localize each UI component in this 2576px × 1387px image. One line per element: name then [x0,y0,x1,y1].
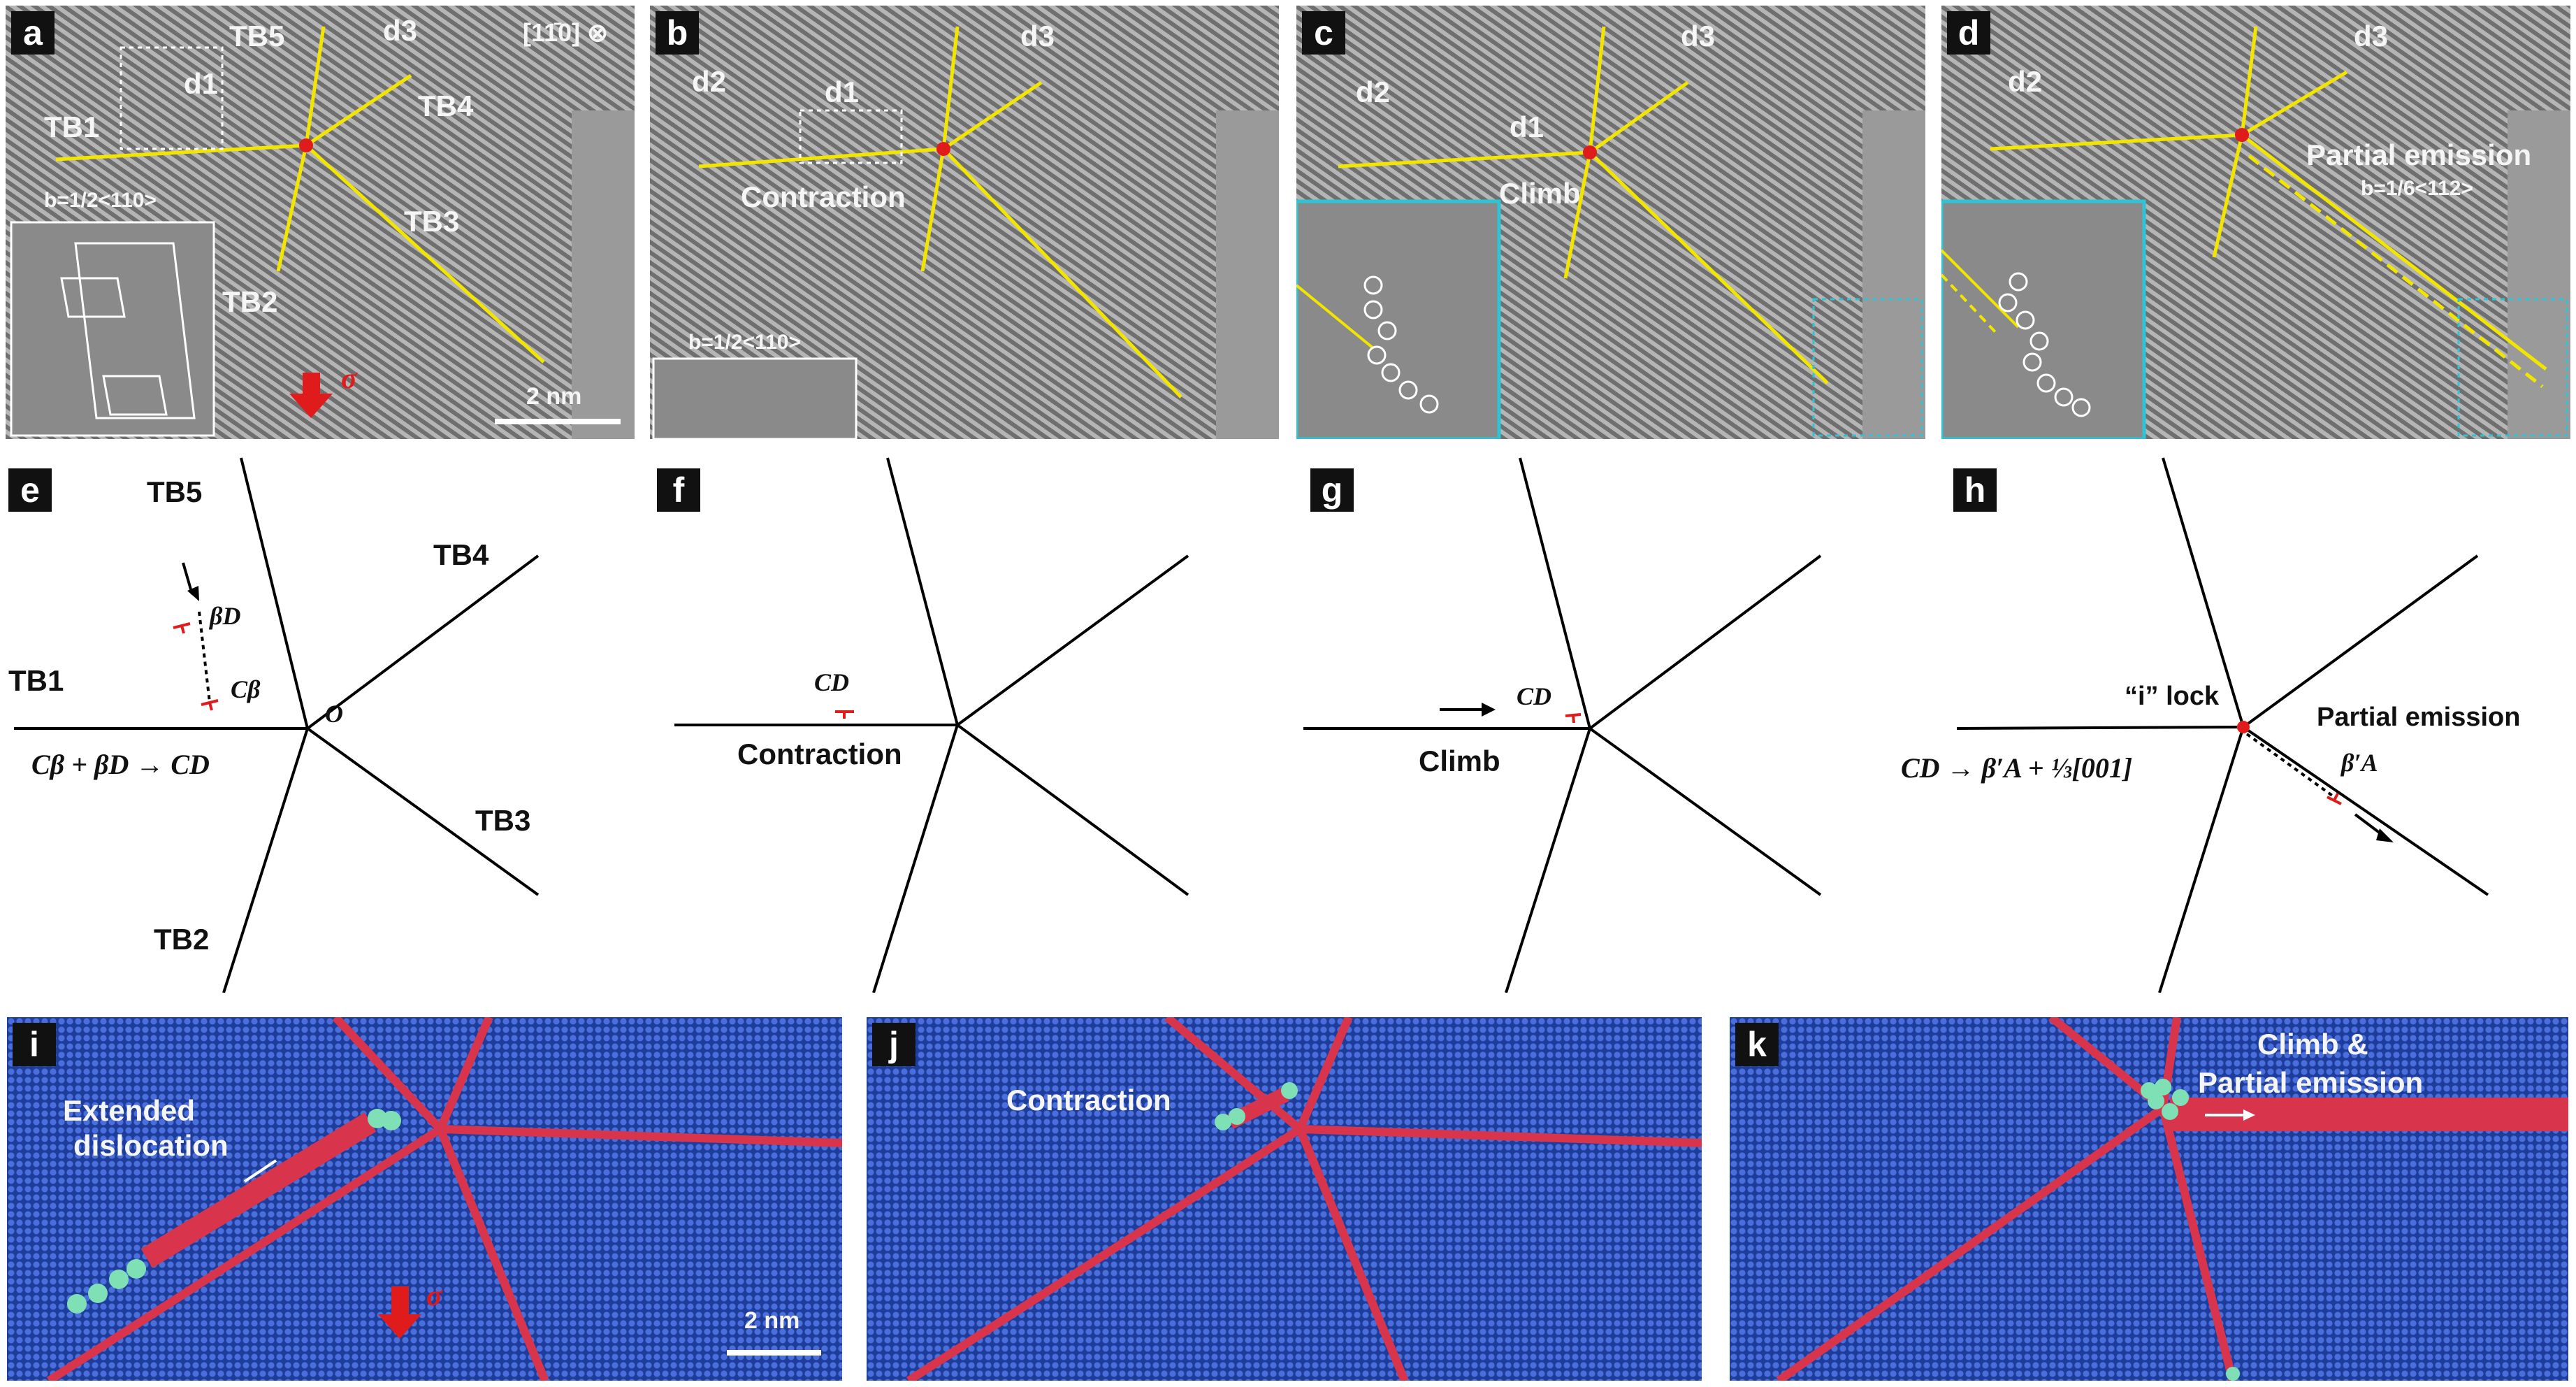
tb1-label: TB1 [8,664,64,697]
zone-axis: [11̄0] ⊗ [523,18,609,47]
contraction-label: Contraction [741,180,906,213]
vacuum-region [572,110,635,439]
tb3-label: TB3 [404,205,460,238]
d2-label: d2 [692,65,727,98]
origin-label: O [325,700,343,728]
panel-label-j: j [872,1023,916,1066]
climb-label: Climb [1499,177,1581,210]
d1-label: d1 [825,76,860,108]
d2-label: d2 [1356,76,1391,108]
panel-label-i: i [13,1023,56,1066]
partial-emission-label: Partial emission [2306,138,2532,171]
tb2-label: TB2 [222,285,278,318]
tb2-label: TB2 [154,923,210,956]
vacuum-region [1862,110,1925,439]
panel-k-atoms [1776,1017,2568,1381]
schematic-lines [14,457,2489,993]
panel-label-h: h [1953,468,1997,512]
panel-j: j Contraction [867,1017,1702,1381]
beta-prime-a-label: β′A [2341,749,2378,777]
panel-d: d d2 d3 Partial emission b=1/6<112> [1941,6,2570,439]
vacuum-region [1216,110,1279,439]
panel-i: i Extended dislocation σ 2 nm [7,1017,842,1381]
reaction-equation: CD → β′A + ⅓[001] [1901,752,2133,784]
panel-label-g: g [1310,468,1354,512]
d3-label: d3 [1681,20,1716,52]
climb-label: Climb [1419,745,1500,777]
contraction-label: Contraction [737,738,902,770]
panel-c: c d1 d2 d3 Climb [1296,6,1925,439]
d3-label: d3 [383,14,418,47]
burgers-vector: b=1/6<112> [2361,177,2473,200]
beta-d-label: βD [210,602,241,630]
cd-label: CD [1517,682,1552,710]
scale-bar-label: 2 nm [744,1307,800,1334]
panel-k: k Climb & Partial emission [1730,1017,2568,1381]
d3-label: d3 [1020,20,1055,52]
scale-bar-label: 2 nm [526,383,582,410]
panel-label-k: k [1735,1023,1779,1066]
tb1-label: TB1 [44,110,100,143]
c-beta-label: Cβ [231,675,261,703]
stress-symbol: σ [341,363,357,395]
stress-symbol: σ [426,1280,442,1312]
panel-label-a: a [11,11,55,55]
tb5-label: TB5 [147,475,203,508]
burgers-vector: b=1/2<110> [688,331,801,354]
climb-label: Climb & [2257,1028,2368,1061]
panel-c-overlay [1296,26,1923,439]
panel-b: b d1 d2 d3 Contraction b=1/2<110> [650,6,1279,439]
reaction-equation: Cβ + βD → CD [31,749,210,780]
panel-a: a TB1 TB2 TB3 TB4 TB5 d1 d3 [11̄0] ⊗ b=1… [6,6,635,439]
tb4-label: TB4 [418,89,474,122]
d1-label: d1 [184,67,219,100]
vacuum-region [2508,110,2570,439]
panel-label-b: b [656,11,699,55]
partial-emission-label: Partial emission [2317,703,2521,732]
d3-label: d3 [2354,20,2389,52]
d2-label: d2 [2008,65,2043,98]
panel-label-c: c [1302,11,1345,55]
tb5-label: TB5 [229,20,285,52]
partial-emission-label: Partial emission [2198,1066,2424,1099]
cd-label: CD [814,668,850,696]
i-lock-label: “i” lock [2125,682,2220,711]
extended-label: Extended [63,1094,196,1127]
dislocation-label: dislocation [73,1129,229,1162]
contraction-label: Contraction [1006,1084,1171,1116]
panel-label-f: f [657,468,700,512]
panel-j-atoms [906,1017,1702,1381]
panel-label-e: e [8,468,52,512]
panel-b-overlay [652,26,1182,439]
tb4-label: TB4 [433,538,489,571]
panel-i-atoms [46,1017,842,1381]
panel-d-overlay [1941,26,2568,439]
panel-label-d: d [1947,11,1990,55]
burgers-vector: b=1/2<110> [44,189,157,212]
d1-label: d1 [1510,110,1544,143]
panel-a-overlay [10,26,621,437]
tb3-label: TB3 [475,804,531,837]
